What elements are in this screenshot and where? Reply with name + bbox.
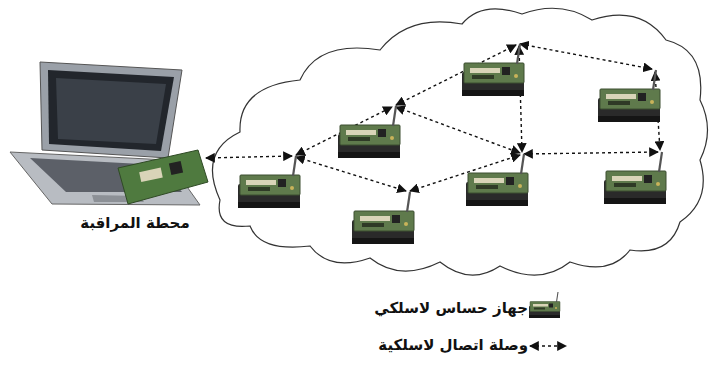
legend-text: جهاز حساس لاسلكي — [374, 299, 528, 317]
base-station-board — [118, 150, 208, 204]
legend-text: وصلة اتصال لاسلكية — [378, 336, 528, 354]
sensor-devices — [238, 44, 666, 244]
legend-sensor-icon — [529, 292, 560, 318]
station-label: محطة المراقبة — [60, 214, 210, 232]
wireless-links — [206, 44, 660, 191]
network-cloud — [212, 8, 707, 275]
legend-link-sample — [530, 345, 566, 346]
